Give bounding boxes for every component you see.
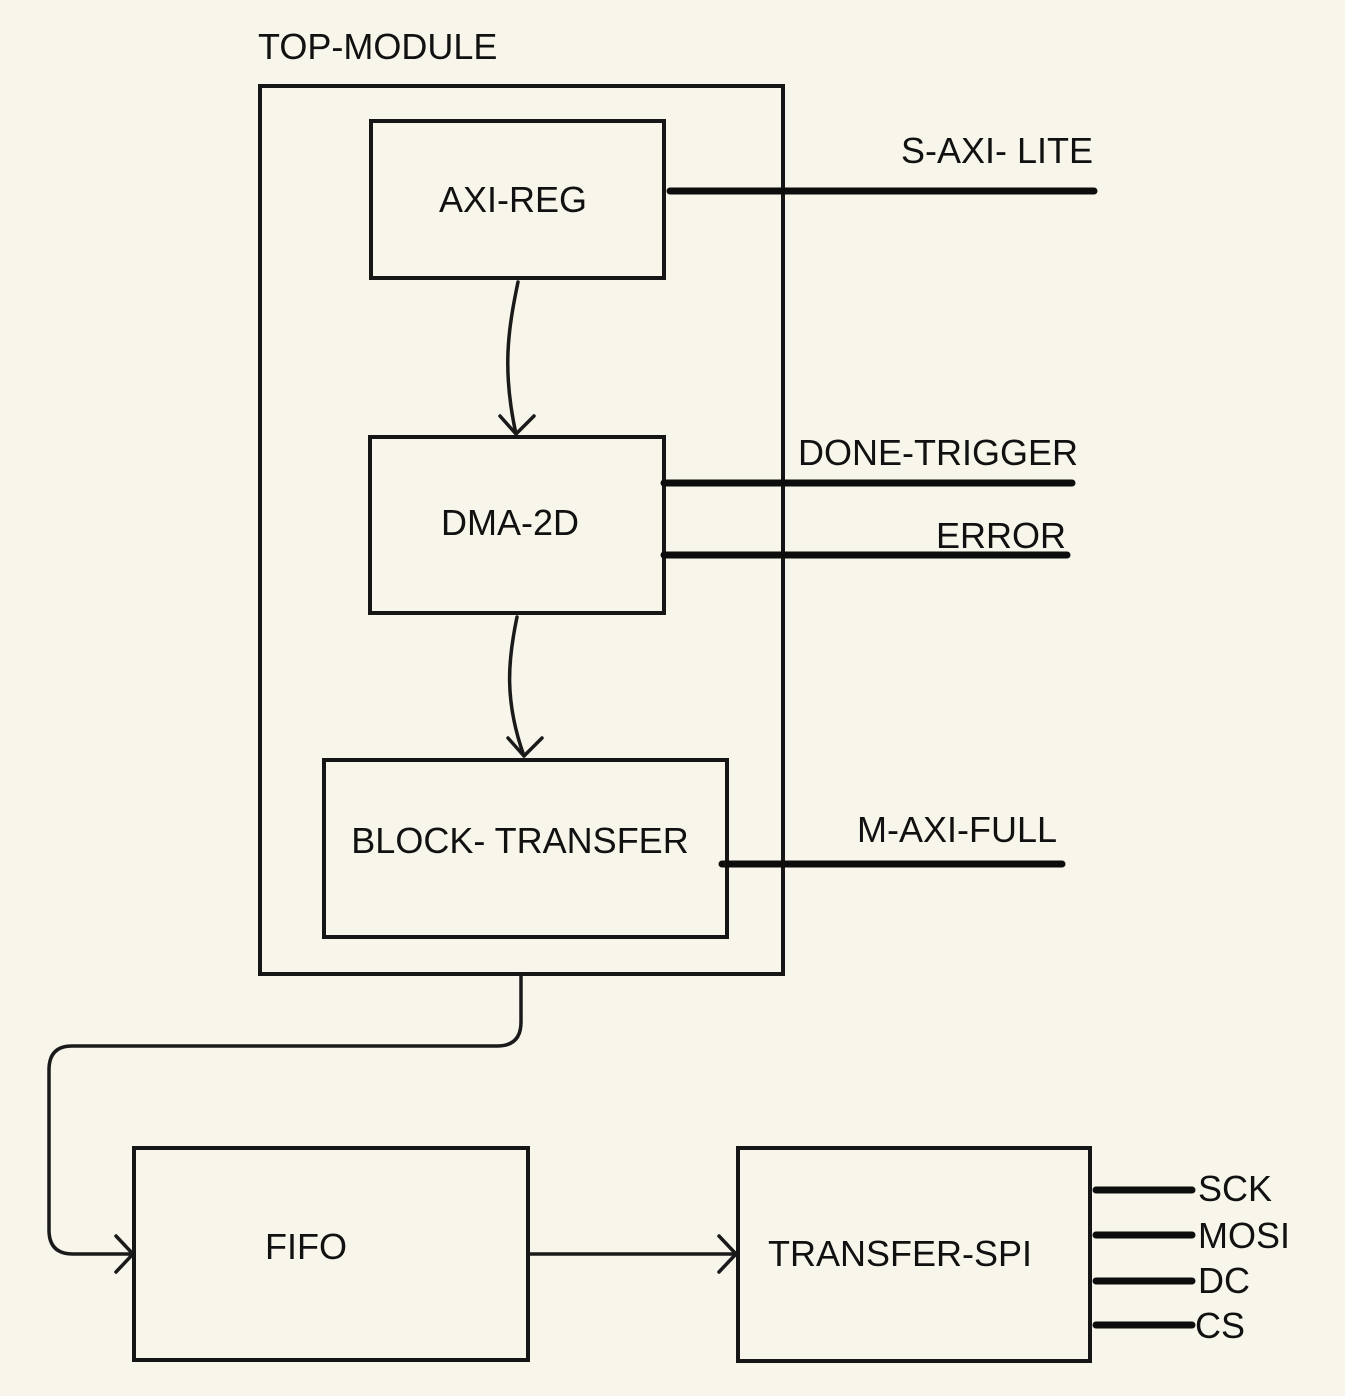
fifo-box (132, 1146, 530, 1362)
spi-pin-label: DC (1198, 1260, 1250, 1301)
axi-reg-box (369, 119, 666, 280)
axi-reg-block: AXI-REG (369, 119, 666, 280)
transfer-spi-block: TRANSFER-SPI (736, 1146, 1092, 1363)
block-transfer-box (322, 758, 729, 939)
block-transfer-block: BLOCK- TRANSFER (322, 758, 729, 939)
spi-pin-mosi: MOSI (1092, 1215, 1290, 1256)
spi-pin-label: MOSI (1198, 1215, 1290, 1256)
fifo-block: FIFO (132, 1146, 530, 1362)
m-axi-full-label: M-AXI-FULL (857, 809, 1057, 850)
top-module-title: TOP-MODULE (258, 26, 497, 67)
spi-pin-label: SCK (1198, 1168, 1272, 1209)
error-label: ERROR (936, 515, 1066, 556)
block-transfer-label: BLOCK- TRANSFER (351, 820, 688, 861)
dma-2d-block: DMA-2D (368, 435, 666, 615)
spi-pin-sck: SCK (1092, 1168, 1272, 1209)
top-module-box (258, 84, 785, 976)
done-trigger-label: DONE-TRIGGER (798, 432, 1078, 473)
axi-reg-to-dma-arrow (498, 280, 536, 436)
fifo-to-spi-arrow (528, 1234, 738, 1274)
transfer-spi-label: TRANSFER-SPI (768, 1233, 1032, 1274)
spi-pin-label: CS (1195, 1305, 1245, 1346)
spi-pin-dc: DC (1092, 1260, 1250, 1301)
transfer-spi-box (736, 1146, 1092, 1363)
s-axi-lite-label: S-AXI- LITE (901, 130, 1093, 171)
dma-2d-label: DMA-2D (441, 502, 579, 543)
spi-pin-cs: CS (1092, 1305, 1245, 1346)
fifo-label: FIFO (265, 1226, 347, 1267)
dma-to-block-transfer-arrow (506, 615, 544, 758)
dma-2d-box (368, 435, 666, 615)
axi-reg-label: AXI-REG (439, 179, 587, 220)
